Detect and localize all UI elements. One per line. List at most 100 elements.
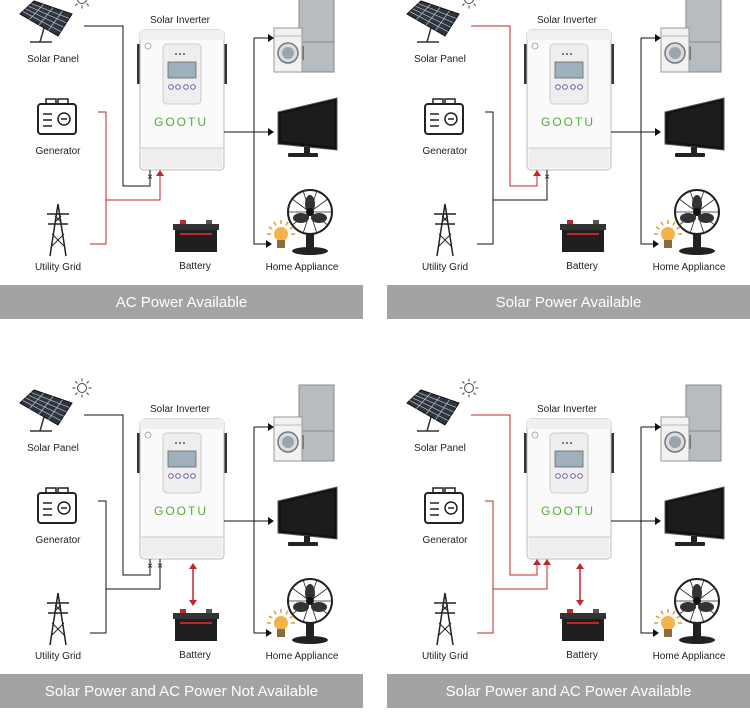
utility-grid-icon <box>434 592 456 646</box>
solar-flow-line <box>471 414 538 576</box>
solar-flow-arrow <box>533 559 541 565</box>
arrow-to-appliance <box>653 240 659 248</box>
ac-blocked-mark: × <box>544 172 550 183</box>
solar-panel-icon <box>406 389 460 432</box>
ac-flow-line <box>106 559 161 590</box>
refrigerator-icon <box>685 0 722 73</box>
utility-grid-label: Utility Grid <box>35 262 81 273</box>
battery-icon <box>560 609 606 641</box>
arrow-to-tv <box>268 128 274 136</box>
arrow-to-tv <box>268 517 274 525</box>
battery-label: Battery <box>179 650 211 661</box>
television-icon <box>277 486 338 546</box>
solar-inverter-unit: GOOTU <box>137 418 227 560</box>
brand-logo: GOOTU <box>541 115 595 129</box>
display-screen <box>167 61 197 79</box>
utility-grid-label: Utility Grid <box>422 262 468 273</box>
refrigerator-icon <box>298 384 335 462</box>
light-bulb-icon <box>654 220 682 248</box>
television-icon <box>664 486 725 546</box>
home-appliance-label: Home Appliance <box>653 262 726 273</box>
battery-label: Battery <box>566 261 598 272</box>
panel-title: Solar Power Available <box>387 285 750 319</box>
battery-flow-arrow-down <box>576 600 584 606</box>
generator-icon <box>37 487 77 524</box>
arrow-to-appliance <box>266 240 272 248</box>
solar-inverter-label: Solar Inverter <box>537 404 598 415</box>
washing-machine-icon <box>273 27 303 73</box>
utility-grid-icon <box>47 592 69 646</box>
washing-machine-icon <box>273 416 303 462</box>
solar-panel-icon <box>19 389 73 432</box>
battery-flow-arrow-up <box>189 563 197 569</box>
light-bulb-icon <box>267 220 295 248</box>
power-icon <box>144 431 152 439</box>
power-icon <box>531 431 539 439</box>
home-appliance-label: Home Appliance <box>266 651 339 662</box>
generator-label: Generator <box>422 535 468 546</box>
ac-flow-line <box>493 170 548 201</box>
fan-icon <box>287 578 333 644</box>
battery-icon <box>560 220 606 252</box>
ac-input-line <box>477 111 494 245</box>
home-appliance-label: Home Appliance <box>266 262 339 273</box>
sun-icon <box>72 378 92 398</box>
solar-panel-label: Solar Panel <box>414 54 466 65</box>
ac-input-line <box>90 111 107 245</box>
sun-icon <box>74 0 90 9</box>
solar-flow-line <box>84 25 151 187</box>
utility-grid-label: Utility Grid <box>422 651 468 662</box>
output-bus-line <box>253 38 270 245</box>
battery-label: Battery <box>566 650 598 661</box>
generator-icon <box>424 487 464 524</box>
ac-flow-arrow <box>156 170 164 176</box>
ac-blocked-mark: × <box>157 561 163 572</box>
solar-inverter-label: Solar Inverter <box>150 404 211 415</box>
solar-panel-label: Solar Panel <box>414 443 466 454</box>
power-icon <box>144 42 152 50</box>
utility-grid-label: Utility Grid <box>35 651 81 662</box>
television-icon <box>277 97 338 157</box>
home-appliance-label: Home Appliance <box>653 651 726 662</box>
output-bus-line <box>640 38 657 245</box>
solar-inverter-label: Solar Inverter <box>537 15 598 26</box>
power-icon <box>531 42 539 50</box>
display-screen <box>554 450 584 468</box>
fan-icon <box>674 189 720 255</box>
ac-flow-line <box>493 559 548 590</box>
solar-inverter-unit: GOOTU <box>524 418 614 560</box>
solar-flow-arrow <box>533 170 541 176</box>
refrigerator-icon <box>685 384 722 462</box>
sun-icon <box>459 378 479 398</box>
generator-icon <box>37 98 77 135</box>
arrow-to-washer <box>655 423 661 431</box>
panel-title: Solar Power and AC Power Not Available <box>0 674 363 708</box>
output-bus-line <box>253 427 270 634</box>
solar-flow-line <box>84 414 151 576</box>
solar-blocked-mark: × <box>147 561 153 572</box>
solar-panel-icon <box>406 0 460 43</box>
television-icon <box>664 97 725 157</box>
fan-icon <box>287 189 333 255</box>
generator-label: Generator <box>422 146 468 157</box>
ac-flow-arrow <box>543 559 551 565</box>
battery-icon <box>173 220 219 252</box>
display-screen <box>554 61 584 79</box>
sun-icon <box>461 0 477 9</box>
refrigerator-icon <box>298 0 335 73</box>
battery-icon <box>173 609 219 641</box>
generator-label: Generator <box>35 535 81 546</box>
brand-logo: GOOTU <box>541 504 595 518</box>
arrow-to-tv <box>655 517 661 525</box>
brand-logo: GOOTU <box>154 504 208 518</box>
brand-logo: GOOTU <box>154 115 208 129</box>
output-bus-line <box>640 427 657 634</box>
panel-title: Solar Power and AC Power Available <box>387 674 750 708</box>
